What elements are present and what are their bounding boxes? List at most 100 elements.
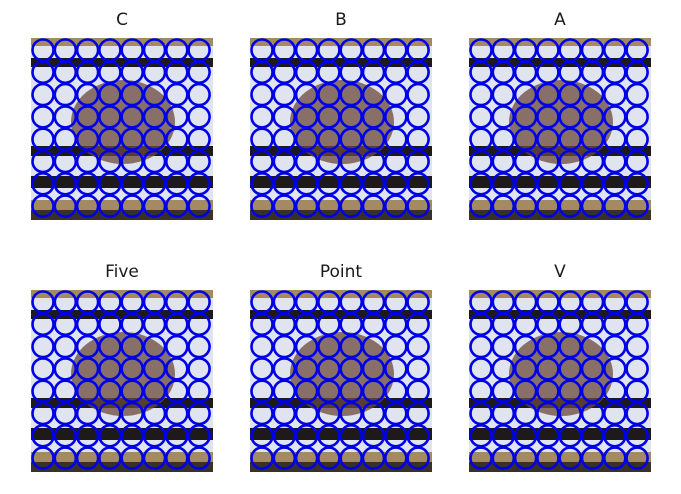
grid-circle [361,357,386,381]
photo-dark-band [469,58,651,67]
panel-title: A [554,10,566,30]
grid-circle [406,149,430,174]
grid-circle [603,82,627,107]
grid-circle [165,82,189,107]
grid-circle [384,149,408,174]
grid-circle [272,446,297,470]
grid-circle [187,82,211,107]
gesture-image [250,290,432,472]
grid-circle [361,194,386,218]
grid-circle [75,446,100,470]
grid-circle [491,446,516,470]
grid-circle [491,172,516,196]
grid-circle [317,357,341,381]
grid-circle [272,424,297,448]
grid-circle [513,127,538,151]
grid-circle [142,127,167,151]
grid-circle [317,149,341,174]
grid-circle [406,424,430,448]
grid-circle [361,82,386,107]
gesture-image [31,290,213,472]
photo-dark-band [31,310,213,319]
grid-circle [142,194,167,218]
photo-dark-band [469,462,651,472]
grid-circle [406,357,430,381]
grid-circle [603,401,627,426]
grid-circle [272,312,297,337]
grid-circle [120,82,144,107]
grid-circle [513,82,538,107]
grid-circle [187,357,211,381]
grid-circle [513,172,538,196]
grid-circle [625,149,649,174]
photo-dark-band [31,462,213,472]
grid-circle [272,127,297,151]
grid-circle [120,194,144,218]
grid-circle [120,357,144,381]
grid-circle [187,149,211,174]
grid-circle [361,149,386,174]
grid-circle [165,357,189,381]
grid-circle [120,172,144,196]
grid-circle [187,172,211,196]
gesture-image [31,38,213,220]
grid-circle [491,82,516,107]
grid-circle [120,149,144,174]
grid-circle [142,149,167,174]
grid-circle [603,172,627,196]
grid-circle [580,194,605,218]
photo-dark-band [31,210,213,220]
grid-circle [120,401,144,426]
grid-circle [513,312,538,337]
grid-circle [384,172,408,196]
grid-circle [625,401,649,426]
grid-circle [603,194,627,218]
grid-circle [317,401,341,426]
grid-circle [625,424,649,448]
grid-circle [603,149,627,174]
grid-circle [120,424,144,448]
grid-circle [75,194,100,218]
photo-dark-band [469,310,651,319]
grid-circle [580,446,605,470]
grid-circle [165,424,189,448]
grid-circle [513,424,538,448]
grid-circle [165,149,189,174]
grid-circle [317,424,341,448]
grid-circle [580,149,605,174]
grid-circle [272,149,297,174]
grid-circle [187,446,211,470]
grid-circle [361,127,386,151]
grid-circle [317,127,341,151]
grid-circle [361,446,386,470]
grid-circle [580,82,605,107]
grid-circle [142,401,167,426]
grid-circle [361,312,386,337]
grid-circle [361,172,386,196]
grid-circle [165,446,189,470]
grid-circle [142,312,167,337]
grid-circle [165,401,189,426]
photo-dark-band [469,210,651,220]
grid-circle [406,312,430,337]
photo-top-strip [250,290,432,298]
grid-circle [603,357,627,381]
grid-circle [187,194,211,218]
grid-circle [187,312,211,337]
grid-circle [75,424,100,448]
panel-title: B [335,10,347,30]
grid-circle [142,357,167,381]
grid-circle [120,446,144,470]
grid-circle [187,401,211,426]
panel-title: V [554,262,566,282]
grid-circle [580,172,605,196]
grid-circle [142,446,167,470]
grid-circle [580,357,605,381]
grid-circle [165,127,189,151]
grid-circle [603,424,627,448]
grid-circle [384,357,408,381]
photo-dark-band [250,462,432,472]
photo-top-strip [250,38,432,46]
grid-circle [120,127,144,151]
grid-circle [272,357,297,381]
